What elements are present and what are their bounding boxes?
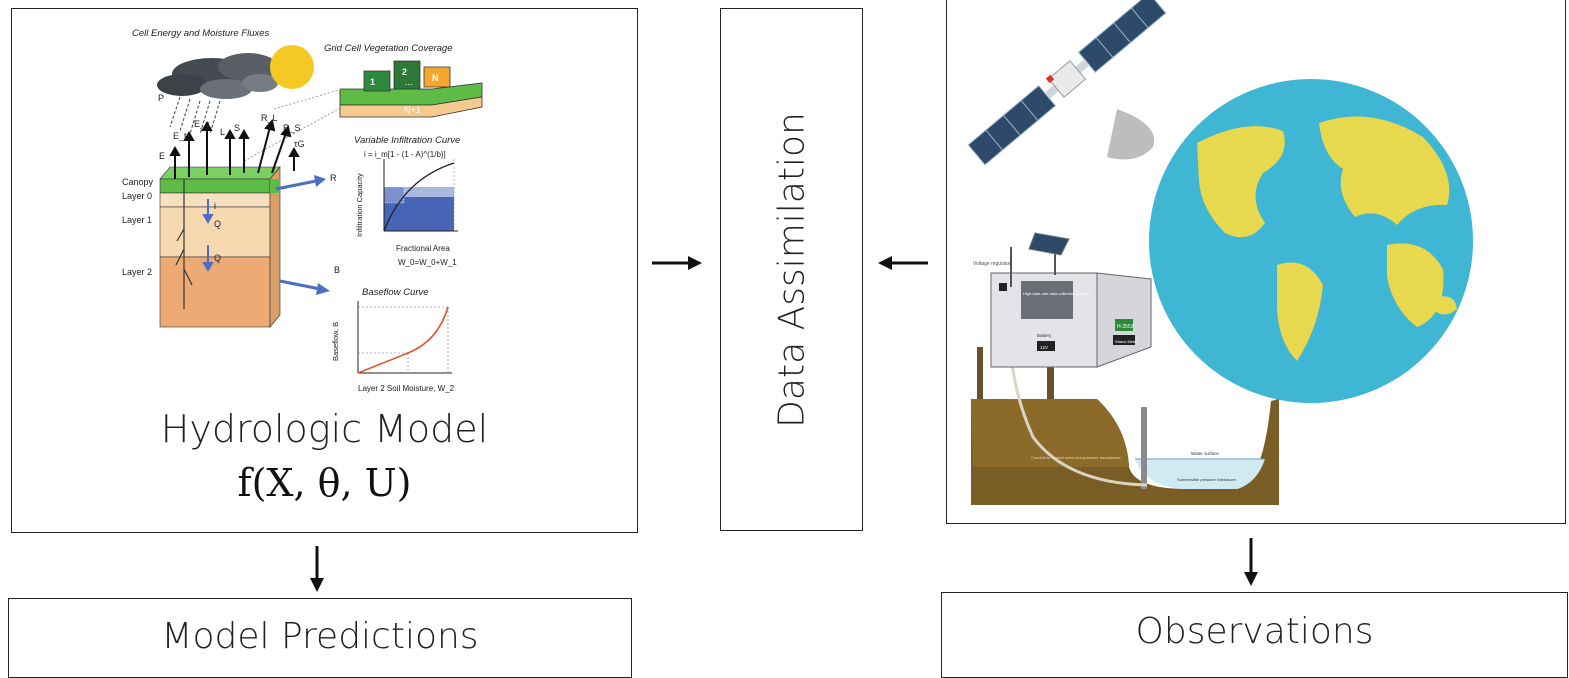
infiltration-plot [383,159,458,232]
baseflow-title: Baseflow Curve [362,287,429,298]
baseflow-ylabel: Baseflow, B [331,322,340,361]
station-h3553-label: H-3553 [1117,324,1134,330]
data-assimilation-label: Data Assimilation [771,111,812,428]
sun-icon [270,45,314,89]
flux-label-s: S [234,123,240,133]
hydrologic-model-box: Cell Energy and Moisture Fluxes Grid Cel… [11,8,638,533]
flux-label-tg: τG [294,139,305,149]
layer-0: Layer 0 [122,191,152,201]
infil-title: Variable Infiltration Curve [354,135,460,146]
observations-box: Voltage regulator High-data rate data co… [946,0,1566,524]
station-status-label: Status Meter [1115,339,1138,344]
arrow-model-to-assimilation [652,256,702,270]
flux-label-ec: E_c [194,119,210,129]
infil-note: W_0=W_0+W_1 [398,258,457,267]
data-assimilation-box: Data Assimilation [720,8,863,531]
flux-label-et: E_t [173,131,187,141]
satellite-icon [967,0,1167,166]
infil-eq: i = i_m[1 - (1 - A)^(1/b)] [364,150,446,159]
flux-label-b: B [334,265,340,275]
veg-tile-1: 1 [370,77,375,87]
layer-1: Layer 1 [122,215,152,225]
station-conduit-label: Conduit for vented wires and pressure tr… [1031,455,1121,460]
veg-title: Grid Cell Vegetation Coverage [324,43,453,54]
arrow-obs-to-observations [1244,538,1258,586]
arrow-model-to-predictions [310,546,324,592]
arrow-observations-to-assimilation [878,256,928,270]
model-formula: f(X, θ, U) [237,461,412,505]
model-predictions-box: Model Predictions [8,598,632,678]
flux-arrows [169,118,300,179]
station-voltage-label: Voltage regulator [973,261,1011,267]
earth-globe-icon [1149,79,1473,403]
veg-coverage-block [339,60,483,118]
soil-column [159,166,281,328]
flux-title: Cell Energy and Moisture Fluxes [132,28,270,39]
infil-xlabel: Fractional Area [396,244,450,253]
baseflow-plot [357,301,452,374]
flux-label-i: i [214,201,216,211]
flux-label-e: E [159,151,165,161]
station-platform-label: High-data rate data collection platform [1023,291,1091,296]
model-predictions-label: Model Predictions [161,616,479,657]
infil-ylabel: Infiltration Capacity [355,173,364,237]
model-title: Hydrologic Model [160,407,489,451]
vic-model-figure: Cell Energy and Moisture Fluxes Grid Cel… [122,28,483,393]
station-battery-label: Battery [1037,333,1052,338]
baseflow-xlabel: Layer 2 Soil Moisture, W_2 [358,384,455,393]
veg-tile-dots: ... [405,77,413,87]
flux-label-q1: Q [214,219,221,229]
observations-label: Observations [1135,611,1374,652]
station-transducer-label: Submersible pressure transducer [1177,477,1237,482]
observations-label-box: Observations [941,592,1568,678]
flux-label-l: L [220,127,225,137]
flux-label-q2: Q [214,253,221,263]
cloud-icon [157,53,278,99]
flux-label-r: R [330,173,337,183]
veg-tile-2: 2 [402,67,407,77]
flux-label-rl: R_L [261,113,278,123]
runoff-arrow [275,175,326,191]
veg-tile-n1: N+1 [404,105,421,115]
gauging-station-icon [977,232,1152,399]
station-12v-label: 12V [1040,345,1048,350]
flux-label-p: P [158,93,164,103]
station-water-label: Water surface [1191,451,1219,456]
layer-2: Layer 2 [122,267,152,277]
baseflow-arrow [279,279,330,295]
stream-cross-section [971,276,1279,505]
layer-canopy: Canopy [122,177,154,187]
flux-label-rs: R_S [283,123,301,133]
veg-tile-n: N [432,73,439,83]
rain-icon [169,96,221,135]
observations-figure: Voltage regulator High-data rate data co… [967,0,1473,505]
